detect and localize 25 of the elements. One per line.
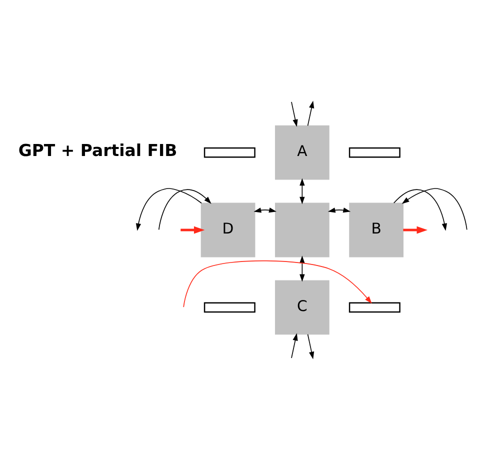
node-box: A — [274, 125, 330, 180]
node-bar — [204, 147, 256, 158]
arrow — [254, 208, 276, 213]
arrow — [291, 333, 298, 358]
arrow — [183, 260, 372, 308]
arrow — [136, 188, 202, 231]
node-box: D — [200, 202, 256, 258]
arrow — [402, 188, 468, 230]
node-bar — [348, 302, 400, 313]
arrow — [403, 226, 428, 234]
label: GPT + Partial FIB — [18, 140, 178, 160]
arrow — [393, 189, 447, 231]
arrow — [307, 100, 314, 126]
arrow — [307, 334, 314, 360]
node-box: C — [274, 280, 330, 335]
node-box — [274, 202, 330, 258]
arrow — [300, 256, 305, 282]
arrow — [180, 226, 205, 234]
arrow — [158, 189, 212, 230]
arrow — [328, 208, 351, 213]
arrow — [291, 102, 298, 127]
node-box: B — [349, 202, 404, 258]
arrow — [300, 178, 305, 204]
node-bar — [348, 147, 400, 158]
node-bar — [204, 302, 256, 313]
